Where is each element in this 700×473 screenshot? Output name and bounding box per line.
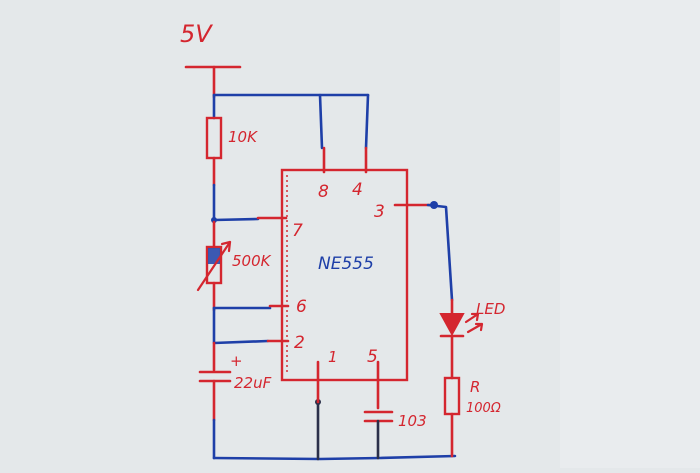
pin7-number: 7 <box>292 221 303 241</box>
pot-label: 500K <box>232 252 272 270</box>
pin8-number: 8 <box>318 182 329 202</box>
pin2-number: 2 <box>294 333 305 353</box>
ne555-chip-body <box>280 168 409 382</box>
wire-to-pin8 <box>318 93 324 150</box>
led-ray-1 <box>464 312 480 324</box>
pot-arrow-head <box>220 240 232 253</box>
pin1-number: 1 <box>328 348 338 366</box>
resistor-label: R <box>470 378 480 396</box>
led-label: LED <box>476 300 505 318</box>
supply-label: 5V <box>180 20 213 48</box>
wire-to-pin7 <box>212 217 260 222</box>
wire-to-pin2 <box>212 339 270 345</box>
led-ray-2 <box>466 322 484 334</box>
output-node <box>430 201 438 209</box>
wire-to-pin4 <box>364 93 370 150</box>
pin6-number: 6 <box>296 297 307 317</box>
paper-highlight <box>560 0 700 468</box>
pin4-number: 4 <box>352 180 363 200</box>
pot-wiper-arrow <box>196 240 232 292</box>
cap-plus-sign: + <box>230 352 243 370</box>
r1-label: 10K <box>228 128 258 146</box>
resistor-value: 100Ω <box>466 401 501 416</box>
pin3-number: 3 <box>374 202 385 222</box>
pin5-number: 5 <box>367 347 378 367</box>
cap103-label: 103 <box>398 412 427 430</box>
cap-label: 22uF <box>234 374 272 392</box>
ground-bus <box>212 454 457 461</box>
chip-label: NE555 <box>318 254 374 274</box>
